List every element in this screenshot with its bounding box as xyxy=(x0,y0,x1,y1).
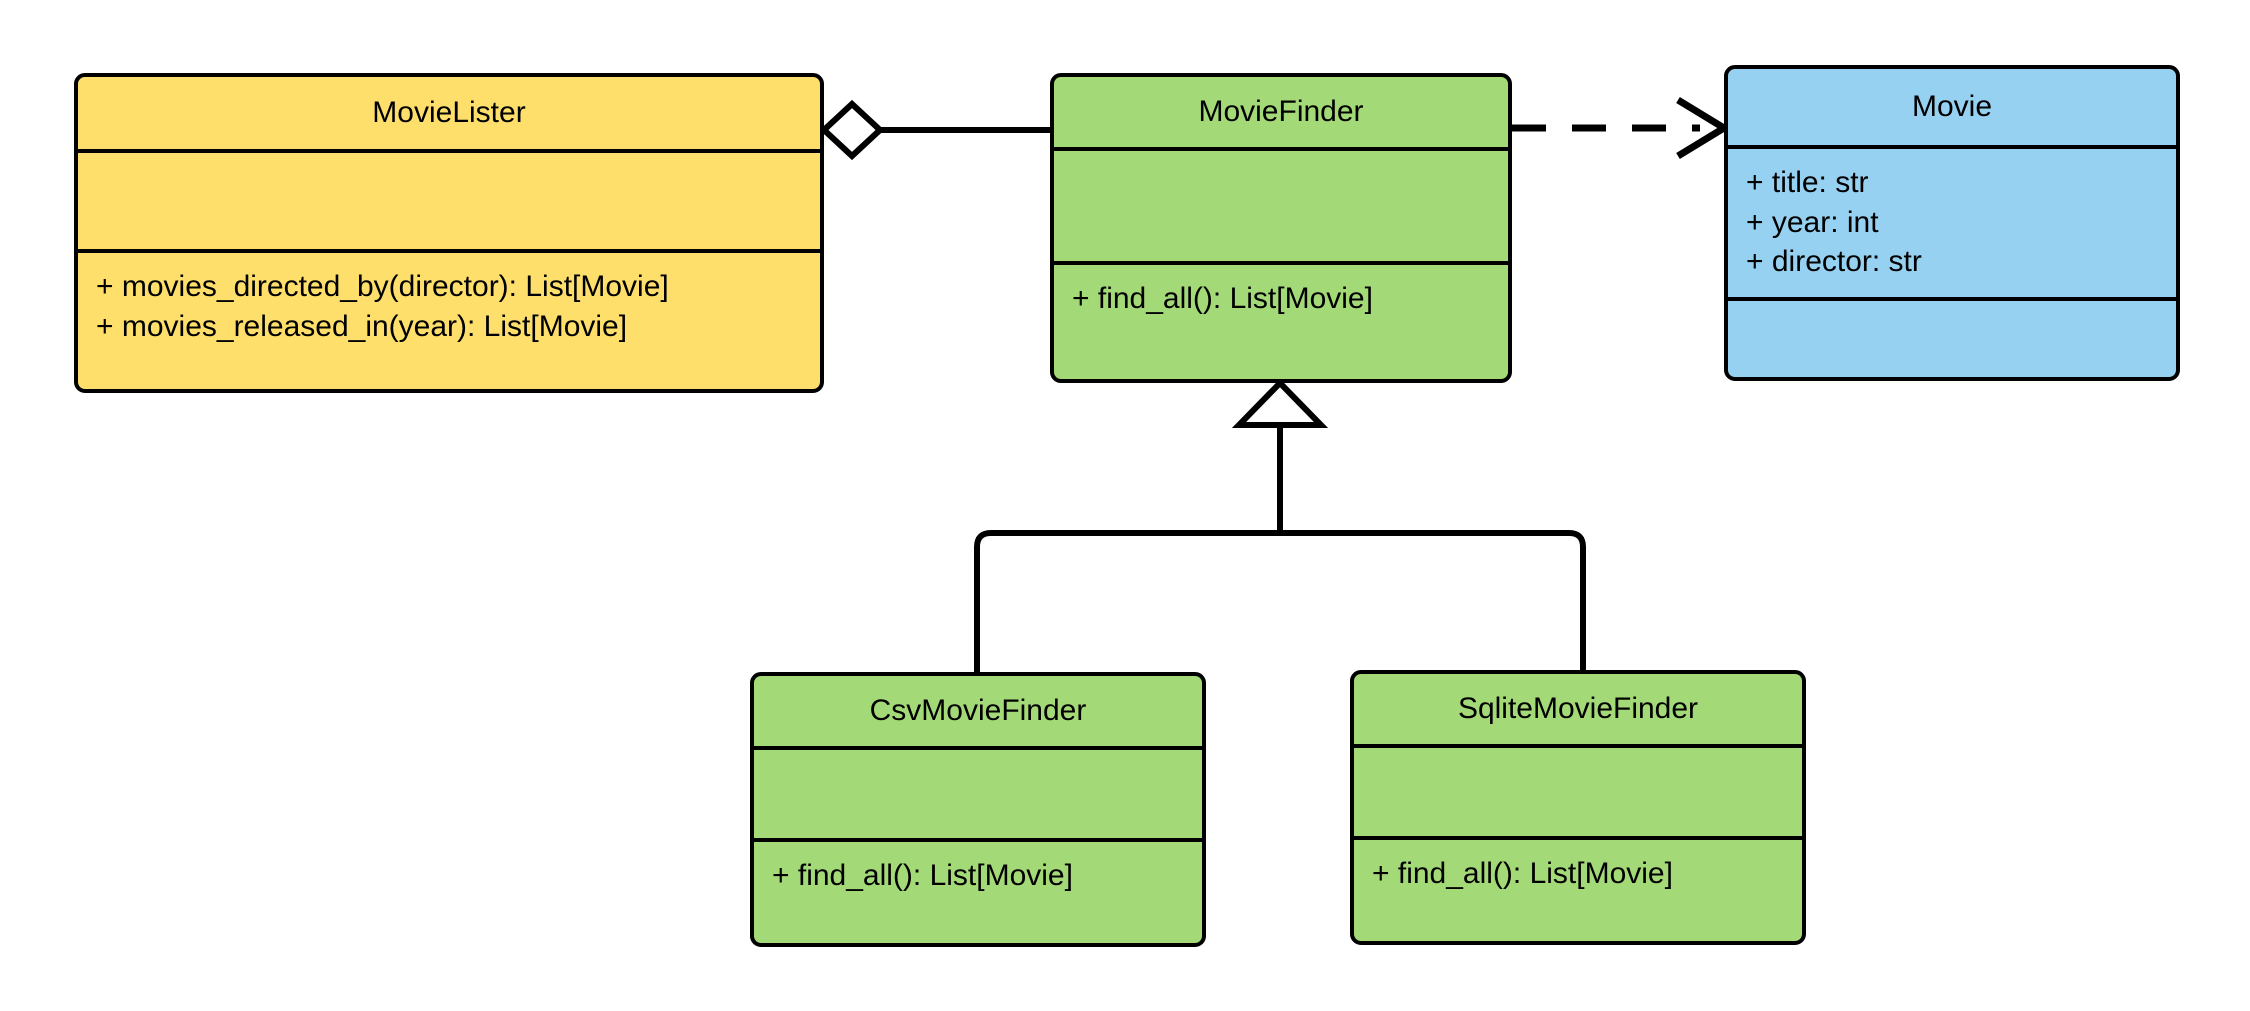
methods-compartment-movie-finder: + find_all(): List[Movie] xyxy=(1054,261,1508,379)
method-row: + find_all(): List[Movie] xyxy=(1372,857,1673,890)
class-title-movie-finder: MovieFinder xyxy=(1198,94,1364,128)
methods-compartment-sqlite-movie-finder: + find_all(): List[Movie] xyxy=(1354,836,1802,941)
class-title-csv-movie-finder: CsvMovieFinder xyxy=(869,693,1087,727)
class-name-compartment-sqlite-movie-finder: SqliteMovieFinder xyxy=(1354,674,1802,744)
class-name-compartment-csv-movie-finder: CsvMovieFinder xyxy=(754,676,1202,746)
attribute-row: + director: str xyxy=(1746,245,1922,279)
class-name-compartment-movie-lister: MovieLister xyxy=(78,77,820,149)
method-row: + find_all(): List[Movie] xyxy=(1072,282,1373,315)
class-box-movie[interactable]: Movie + title: str + year: int + directo… xyxy=(1724,65,2180,381)
generalization-triangle-icon xyxy=(1231,378,1329,428)
generalization-branch-bus xyxy=(974,530,1586,672)
aggregation-edge-movielister-moviefinder xyxy=(819,99,1050,161)
class-title-movie-lister: MovieLister xyxy=(372,95,526,129)
attributes-compartment-movie-finder xyxy=(1054,147,1508,261)
attributes-compartment-sqlite-movie-finder xyxy=(1354,744,1802,836)
class-name-compartment-movie: Movie xyxy=(1728,69,2176,145)
class-title-sqlite-movie-finder: SqliteMovieFinder xyxy=(1457,691,1699,725)
class-box-movie-finder[interactable]: MovieFinder + find_all(): List[Movie] xyxy=(1050,73,1512,383)
attributes-compartment-csv-movie-finder xyxy=(754,746,1202,838)
aggregation-diamond-icon xyxy=(819,99,885,161)
class-box-csv-movie-finder[interactable]: CsvMovieFinder + find_all(): List[Movie] xyxy=(750,672,1206,947)
method-row: + movies_directed_by(director): List[Mov… xyxy=(96,270,669,303)
dependency-open-arrow-icon xyxy=(1676,97,1731,159)
class-box-movie-lister[interactable]: MovieLister + movies_directed_by(directo… xyxy=(74,73,824,393)
generalization-edge-tree xyxy=(974,378,1586,672)
class-box-sqlite-movie-finder[interactable]: SqliteMovieFinder + find_all(): List[Mov… xyxy=(1350,670,1806,945)
class-name-compartment-movie-finder: MovieFinder xyxy=(1054,77,1508,147)
class-title-movie: Movie xyxy=(1911,89,1993,123)
methods-compartment-csv-movie-finder: + find_all(): List[Movie] xyxy=(754,838,1202,943)
attribute-row: + year: int xyxy=(1746,205,1879,239)
dependency-edge-moviefinder-movie xyxy=(1512,97,1731,159)
methods-compartment-movie-lister: + movies_directed_by(director): List[Mov… xyxy=(78,249,820,389)
method-row: + movies_released_in(year): List[Movie] xyxy=(96,309,628,343)
attribute-row: + title: str xyxy=(1746,166,1869,199)
attributes-compartment-movie: + title: str + year: int + director: str xyxy=(1728,145,2176,297)
attributes-compartment-movie-lister xyxy=(78,149,820,249)
method-row: + find_all(): List[Movie] xyxy=(772,859,1073,892)
methods-compartment-movie xyxy=(1728,297,2176,377)
